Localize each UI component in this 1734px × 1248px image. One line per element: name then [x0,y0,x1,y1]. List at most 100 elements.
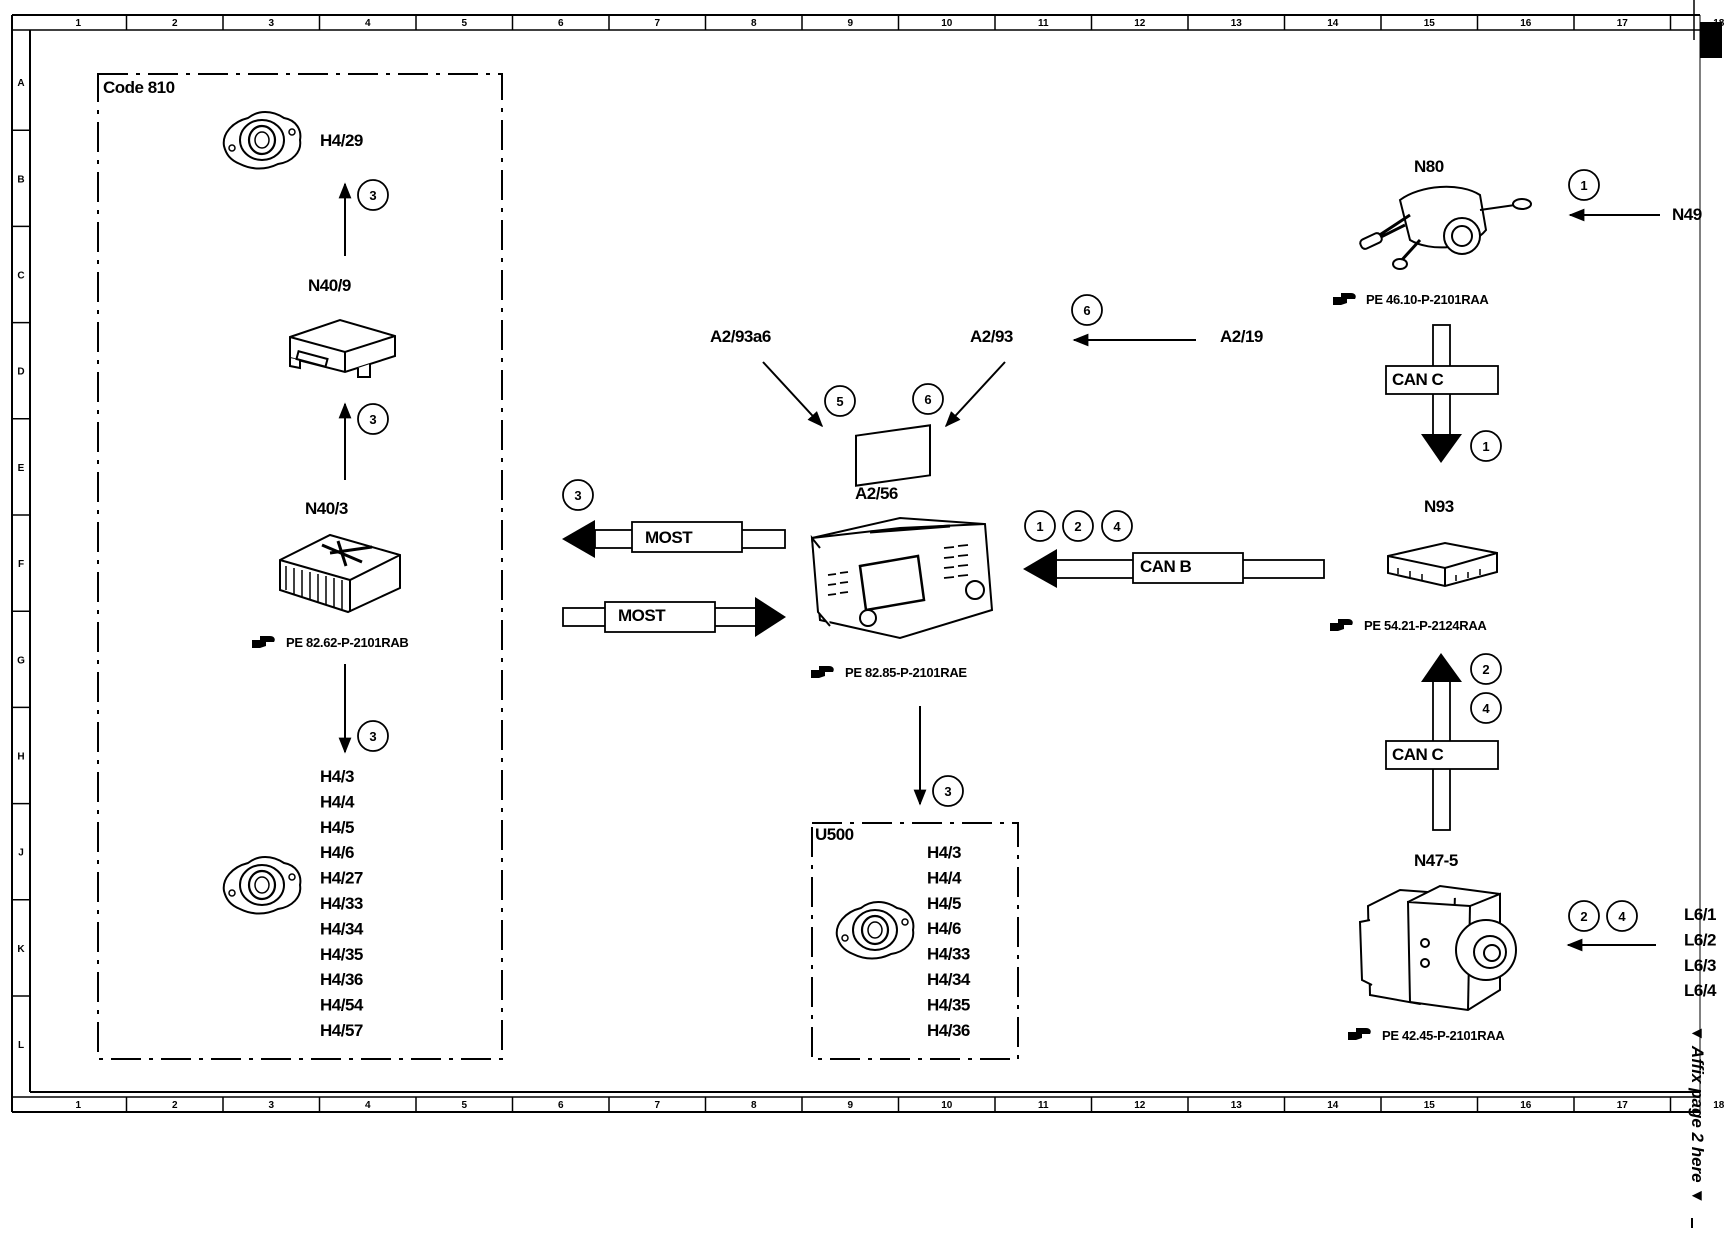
grid-column-label: 16 [1520,1100,1532,1111]
reference-hand-icon [252,636,275,648]
grid-column-label: 17 [1617,18,1629,29]
label-a2-93: A2/93 [970,327,1013,346]
speaker-label: H4/3 [927,843,961,862]
speaker-group-u500-icon [835,900,915,960]
svg-text:3: 3 [369,412,376,427]
grid-column-label: 1 [75,18,81,29]
speaker-label: H4/33 [320,894,363,913]
signal-circle [1470,692,1502,724]
svg-text:2: 2 [1580,909,1587,924]
svg-text:1: 1 [1580,178,1587,193]
svg-text:5: 5 [836,394,843,409]
svg-text:4: 4 [1482,701,1490,716]
label-n40-3: N40/3 [305,499,348,518]
grid-column-label: 11 [1038,1100,1049,1111]
grid-column-label: 10 [941,1100,953,1111]
label-a2-19: A2/19 [1220,327,1263,346]
grid-column-label: 5 [461,18,467,29]
sensor-label: L6/3 [1684,956,1716,975]
grid-row-label: F [18,559,24,570]
signal-circle [357,179,389,211]
label-a2-56: A2/56 [855,484,898,503]
signal-circle [1101,510,1133,542]
grid-column-label: 12 [1134,1100,1146,1111]
ref-n40-3: PE 82.62-P-2101RAB [286,635,409,650]
grid-column-label: 17 [1617,1100,1629,1111]
signal-circle [1024,510,1056,542]
speaker-label: H4/36 [320,970,363,989]
grid-column-label: 16 [1520,18,1532,29]
bus-label-can-c-top: CAN C [1392,370,1444,389]
amplifier-n40-3-icon [279,533,401,614]
left-speaker-list: H4/3H4/4H4/5H4/6H4/27H4/33H4/34H4/35H4/3… [320,767,364,1040]
svg-text:2: 2 [1482,662,1489,677]
svg-text:3: 3 [369,729,376,744]
signal-circle [1568,169,1600,201]
svg-text:3: 3 [574,488,581,503]
signal-circle [912,383,944,415]
speaker-label: H4/5 [320,818,354,837]
svg-text:3: 3 [369,188,376,203]
grid-column-label: 10 [941,18,953,29]
grid-column-labels: 1122334455667788991010111112121313141415… [75,15,1725,1112]
frame [11,0,1722,1113]
grid-row-label: E [18,463,25,474]
svg-text:2: 2 [1074,519,1081,534]
arrow-a2-93-to-a2-56 [944,361,1006,428]
signal-circle [1470,653,1502,685]
u500-box [811,822,1019,1060]
grid-column-label: 12 [1134,18,1146,29]
speaker-label: H4/5 [927,894,961,913]
label-n49: N49 [1672,205,1702,224]
signal-circle [932,775,964,807]
grid-column-label: 14 [1327,1100,1339,1111]
grid-row-label: J [18,848,24,859]
grid-column-label: 14 [1327,18,1339,29]
grid-column-label: 15 [1424,1100,1436,1111]
label-a2-93a6: A2/93a6 [710,327,771,346]
module-n40-9-icon [289,318,396,378]
speaker-label: H4/54 [320,996,364,1015]
speaker-label: H4/34 [320,919,364,938]
grid-column-label: 4 [365,1100,371,1111]
code-810-box [97,73,503,1060]
signal-circle [824,385,856,417]
speaker-label: H4/6 [927,919,961,938]
signal-circle [1568,900,1600,932]
grid-column-label: 8 [751,18,757,29]
arrow-a2-93a6-to-a2-56 [762,361,824,428]
esp-unit-n47-5-icon [1358,884,1517,1012]
signal-circle [1071,294,1103,326]
grid-row-label: B [17,174,24,185]
speaker-group-left-icon [222,855,302,915]
signal-circle [562,479,594,511]
svg-text:1: 1 [1482,439,1489,454]
grid-column-label: 3 [268,1100,274,1111]
label-n93: N93 [1424,497,1454,516]
signal-circle [357,403,389,435]
speaker-label: H4/35 [927,995,970,1014]
svg-text:4: 4 [1113,519,1121,534]
bus-can-b [1023,549,1325,588]
svg-text:4: 4 [1618,909,1626,924]
grid-column-label: 8 [751,1100,757,1111]
bus-can-c-bottom [1385,653,1499,831]
signal-circle [1470,430,1502,462]
speaker-label: H4/36 [927,1021,970,1040]
reference-hand-icon [811,666,834,678]
speaker-label: H4/3 [320,767,354,786]
signal-circle [357,720,389,752]
grid-column-label: 6 [558,1100,564,1111]
grid-column-label: 13 [1231,18,1243,29]
steering-column-module-n80-icon [1359,185,1532,270]
grid-row-label: L [18,1040,24,1051]
grid-column-label: 13 [1231,1100,1243,1111]
ref-n93: PE 54.21-P-2124RAA [1364,618,1487,633]
grid-row-label: C [17,271,24,282]
grid-column-label: 3 [268,18,274,29]
speaker-label: H4/4 [320,792,355,811]
gateway-n93-icon [1387,541,1498,588]
signal-circle [1062,510,1094,542]
grid-row-label: H [17,752,24,763]
